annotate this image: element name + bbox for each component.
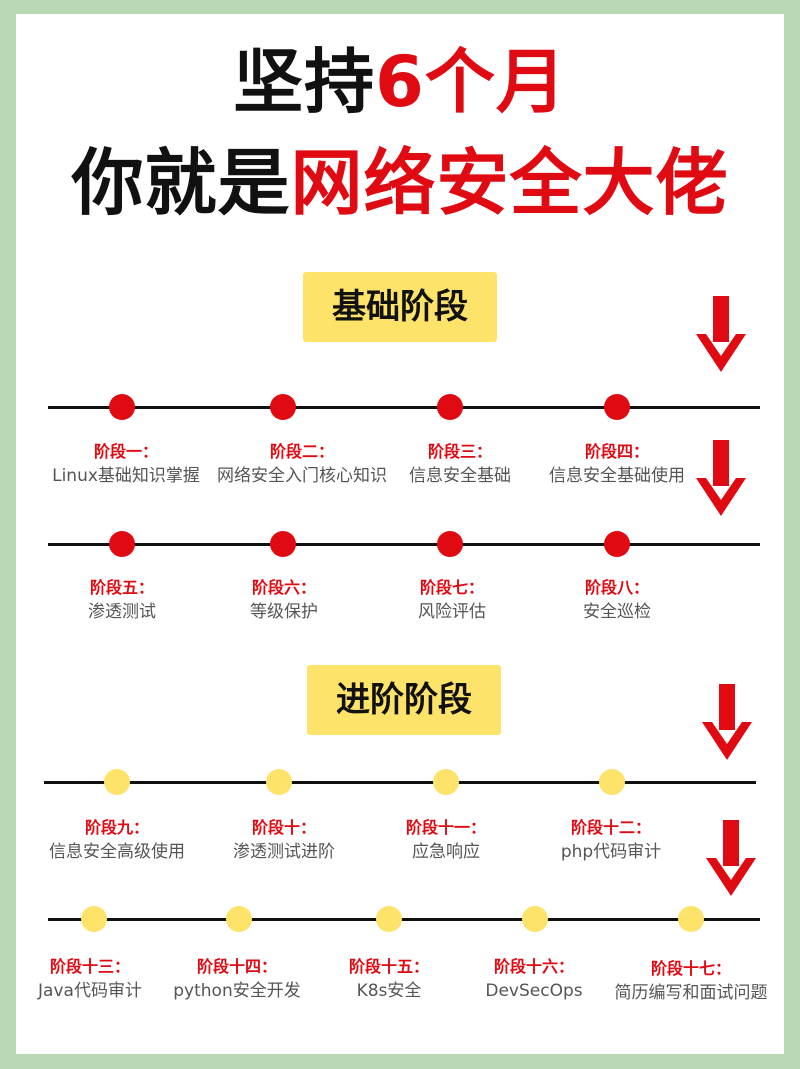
stage-desc: python安全开发: [173, 981, 301, 1001]
stage-desc: 应急响应: [412, 842, 480, 862]
stage-name: 阶段十：: [251, 818, 316, 837]
timeline-line: [48, 543, 760, 546]
stage-17: 阶段十七： 简历编写和面试问题: [591, 957, 791, 1005]
stage-name: 阶段十一：: [405, 818, 486, 837]
stage-14: 阶段十四： python安全开发: [137, 955, 337, 1003]
stage-desc: DevSecOps: [485, 981, 583, 1001]
down-arrow-icon: [696, 296, 746, 372]
stage-desc: 渗透测试: [88, 602, 156, 622]
timeline-dot-yellow: [376, 906, 402, 932]
stage-desc: 等级保护: [250, 602, 318, 622]
timeline-dot-red: [270, 394, 296, 420]
stage-desc: 简历编写和面试问题: [614, 983, 768, 1003]
down-arrow-icon: [696, 440, 746, 516]
stage-1: 阶段一： Linux基础知识掌握: [26, 440, 226, 488]
stage-name: 阶段八：: [584, 578, 649, 597]
timeline-dot-red: [604, 531, 630, 557]
timeline-dot-red: [437, 531, 463, 557]
stage-3: 阶段三： 信息安全基础: [360, 440, 560, 488]
timeline-line: [44, 781, 756, 784]
timeline-dot-yellow: [266, 769, 292, 795]
stage-9: 阶段九： 信息安全高级使用: [17, 816, 217, 864]
stage-desc: 风险评估: [418, 602, 486, 622]
section-basic-label: 基础阶段: [303, 272, 497, 342]
timeline-dot-red: [270, 531, 296, 557]
stage-10: 阶段十： 渗透测试进阶: [184, 816, 384, 864]
timeline-dot-red: [109, 394, 135, 420]
stage-desc: 安全巡检: [583, 602, 651, 622]
stage-13: 阶段十三： Java代码审计: [0, 955, 190, 1003]
headline-black-1: 坚持: [233, 41, 376, 123]
stage-desc: 信息安全基础使用: [549, 466, 685, 486]
stage-name: 阶段六：: [251, 578, 316, 597]
stage-name: 阶段二：: [269, 442, 334, 461]
timeline-dot-yellow: [104, 769, 130, 795]
stage-name: 阶段四：: [584, 442, 649, 461]
stage-name: 阶段一：: [93, 442, 158, 461]
timeline-line: [48, 406, 760, 409]
stage-name: 阶段十四：: [196, 957, 277, 976]
headline-line-1: 坚持6个月: [0, 40, 800, 124]
stage-desc: Linux基础知识掌握: [52, 466, 200, 486]
timeline-dot-yellow: [599, 769, 625, 795]
stage-name: 阶段十二：: [570, 818, 651, 837]
stage-7: 阶段七： 风险评估: [352, 576, 552, 624]
timeline-dot-red: [437, 394, 463, 420]
poster-card: [16, 14, 784, 1054]
stage-name: 阶段十三：: [49, 957, 130, 976]
stage-16: 阶段十六： DevSecOps: [434, 955, 634, 1003]
stage-8: 阶段八： 安全巡检: [517, 576, 717, 624]
timeline-dot-yellow: [522, 906, 548, 932]
stage-11: 阶段十一： 应急响应: [346, 816, 546, 864]
stage-2: 阶段二： 网络安全入门核心知识: [202, 440, 402, 488]
headline-line-2: 你就是网络安全大佬: [0, 140, 800, 226]
down-arrow-icon: [706, 820, 756, 896]
headline-red-2: 网络安全大佬: [290, 141, 729, 225]
stage-desc: 网络安全入门核心知识: [217, 466, 387, 486]
stage-desc: 信息安全基础: [409, 466, 511, 486]
headline-black-2: 你就是: [71, 141, 291, 225]
timeline-dot-yellow: [433, 769, 459, 795]
stage-6: 阶段六： 等级保护: [184, 576, 384, 624]
stage-name: 阶段十五：: [348, 957, 429, 976]
stage-name: 阶段十七：: [650, 959, 731, 978]
stage-name: 阶段五：: [89, 578, 154, 597]
stage-name: 阶段七：: [419, 578, 484, 597]
timeline-dot-yellow: [226, 906, 252, 932]
stage-name: 阶段九：: [84, 818, 149, 837]
stage-name: 阶段十六：: [493, 957, 574, 976]
stage-4: 阶段四： 信息安全基础使用: [517, 440, 717, 488]
down-arrow-icon: [702, 684, 752, 760]
stage-desc: K8s安全: [356, 981, 422, 1001]
stage-desc: 渗透测试进阶: [233, 842, 335, 862]
stage-12: 阶段十二： php代码审计: [511, 816, 711, 864]
timeline-dot-yellow: [81, 906, 107, 932]
stage-5: 阶段五： 渗透测试: [22, 576, 222, 624]
stage-name: 阶段三：: [427, 442, 492, 461]
timeline-dot-red: [109, 531, 135, 557]
section-advanced-label: 进阶阶段: [307, 665, 501, 735]
stage-desc: 信息安全高级使用: [49, 842, 185, 862]
stage-desc: php代码审计: [560, 842, 662, 862]
stage-desc: Java代码审计: [38, 981, 142, 1001]
timeline-dot-red: [604, 394, 630, 420]
timeline-dot-yellow: [678, 906, 704, 932]
headline-red-1: 6个月: [375, 41, 567, 123]
timeline-line: [48, 918, 760, 921]
stage-15: 阶段十五： K8s安全: [289, 955, 489, 1003]
